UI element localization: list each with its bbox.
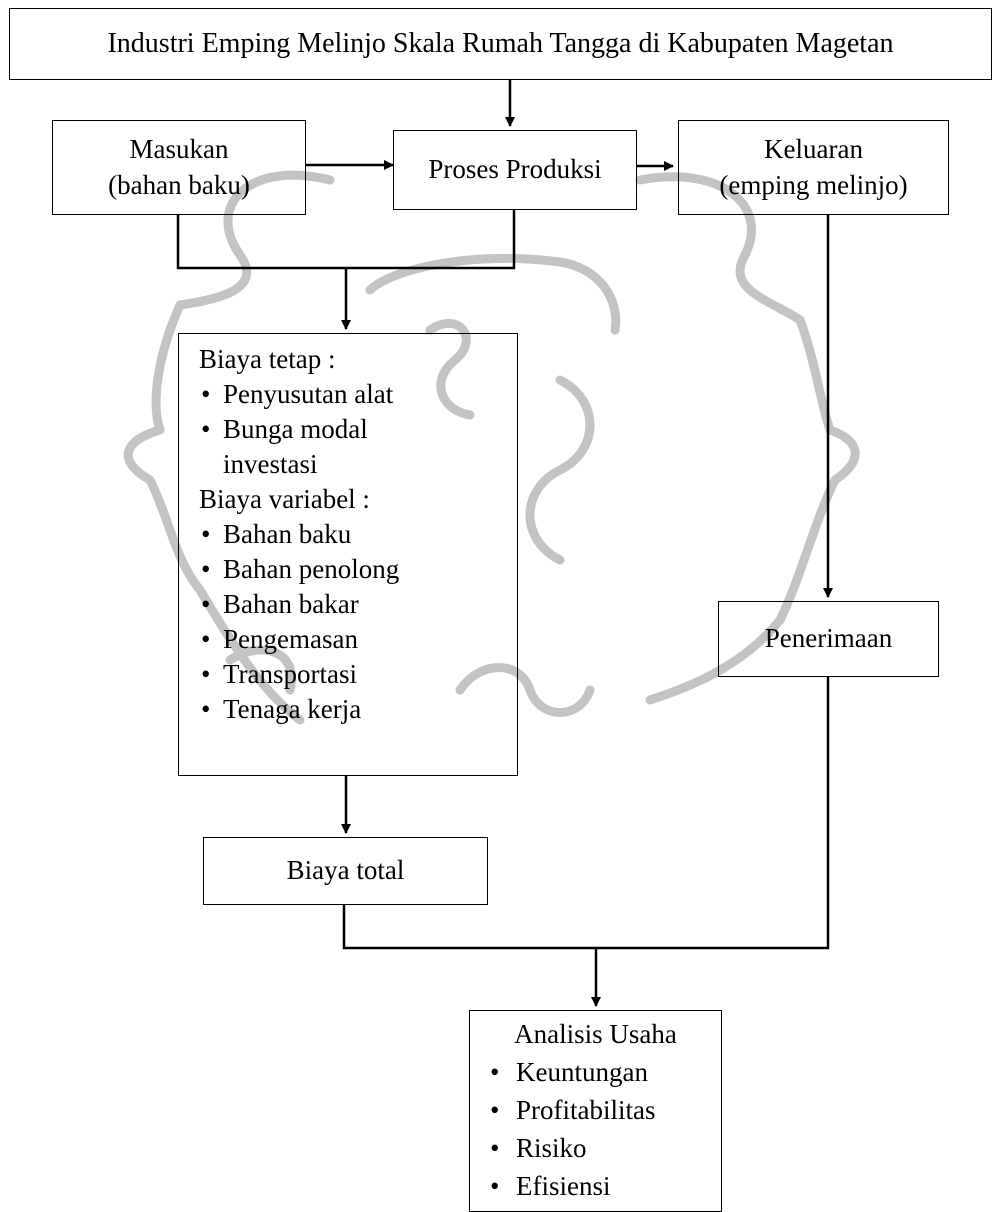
list-item: Risiko bbox=[470, 1129, 721, 1167]
biaya-variabel-title: Biaya variabel : bbox=[199, 484, 370, 514]
keluaran-box: Keluaran (emping melinjo) bbox=[678, 120, 949, 215]
list-item: Bahan penolong bbox=[199, 552, 507, 587]
list-item: Transportasi bbox=[199, 657, 507, 692]
proses-label: Proses Produksi bbox=[428, 154, 602, 185]
biaya-tetap-list: Penyusutan alat Bunga modal bbox=[199, 377, 507, 447]
biaya-total-box: Biaya total bbox=[203, 837, 488, 905]
list-item: Profitabilitas bbox=[470, 1091, 721, 1129]
biaya-box: Biaya tetap : Penyusutan alat Bunga moda… bbox=[178, 333, 518, 776]
list-item: Bunga modal bbox=[199, 412, 507, 447]
list-item-continuation: investasi bbox=[223, 449, 318, 479]
merge-line-biaya bbox=[176, 210, 516, 270]
list-item: Pengemasan bbox=[199, 622, 507, 657]
header-box: Industri Emping Melinjo Skala Rumah Tang… bbox=[9, 8, 992, 80]
list-item: Efisiensi bbox=[470, 1167, 721, 1205]
analisis-box: Analisis Usaha Keuntungan Profitabilitas… bbox=[469, 1010, 722, 1212]
masukan-sublabel: (bahan baku) bbox=[108, 169, 250, 200]
list-item: Tenaga kerja bbox=[199, 692, 507, 727]
analisis-title: Analisis Usaha bbox=[514, 1019, 677, 1049]
biaya-tetap-title: Biaya tetap : bbox=[199, 344, 336, 374]
list-item: Bahan bakar bbox=[199, 587, 507, 622]
biaya-variabel-list: Bahan baku Bahan penolong Bahan bakar Pe… bbox=[199, 517, 507, 727]
keluaran-label: Keluaran bbox=[764, 134, 863, 165]
penerimaan-label: Penerimaan bbox=[764, 623, 893, 654]
masukan-label: Masukan bbox=[129, 134, 229, 165]
list-item: Keuntungan bbox=[470, 1053, 721, 1091]
list-item: Bahan baku bbox=[199, 517, 507, 552]
biaya-total-label: Biaya total bbox=[286, 855, 405, 886]
header-title: Industri Emping Melinjo Skala Rumah Tang… bbox=[107, 27, 894, 59]
analisis-list: Keuntungan Profitabilitas Risiko Efisien… bbox=[470, 1053, 721, 1205]
keluaran-sublabel: (emping melinjo) bbox=[719, 169, 908, 200]
proses-box: Proses Produksi bbox=[393, 130, 637, 210]
merge-line-analisis bbox=[342, 677, 830, 950]
penerimaan-box: Penerimaan bbox=[718, 601, 939, 677]
list-item: Penyusutan alat bbox=[199, 377, 507, 412]
masukan-box: Masukan (bahan baku) bbox=[52, 120, 306, 215]
